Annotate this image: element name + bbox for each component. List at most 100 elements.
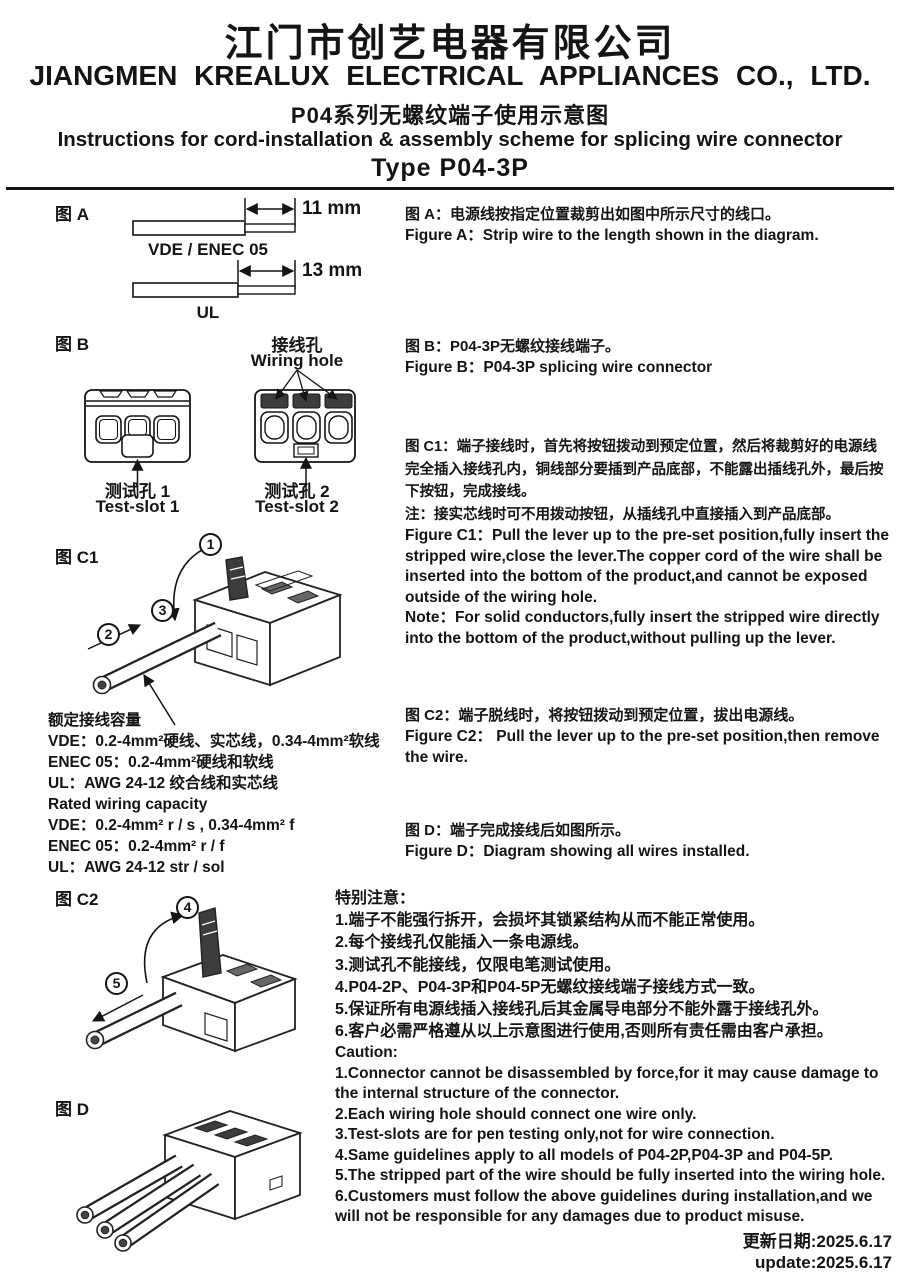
figure-c1-label: 图 C1 [55, 548, 99, 567]
special-note-item-cn: 5.保证所有电源线插入接线孔后其金属导电部分不能外露于接线孔外。 [335, 1001, 829, 1019]
step-4-badge: 4 [176, 896, 199, 919]
clamp-spring [225, 963, 259, 977]
figure-c2-caption: 图 C2：端子脱线时，将按钮拨动到预定位置，拔出电源线。 Figure C2： … [405, 705, 890, 768]
caution-title: Caution: [335, 1044, 398, 1062]
figure-c1-note-cn: 注：接实芯线时可不用拨动按钮，从插线孔中直接插入到产品底部。 [405, 506, 840, 523]
wiring-hole [328, 415, 349, 440]
standard-ul: UL [196, 303, 220, 322]
special-note-item-cn: 4.P04-2P、P04-3P和P04-5P无螺纹接线端子接线方式一致。 [335, 978, 765, 996]
clamp-spring [286, 590, 320, 604]
header-divider [6, 187, 894, 190]
front-window [204, 1012, 228, 1042]
update-dates: 更新日期:2025.6.17 update:2025.6.17 [592, 1231, 892, 1273]
wire-insulation [132, 282, 239, 298]
wiring-hole-slot [260, 393, 289, 409]
figure-c2-caption-en: Figure C2： Pull the lever up to the pre-… [405, 728, 880, 766]
connector-top-view [254, 369, 356, 498]
figure-b-drawing [84, 369, 356, 498]
figure-b-caption: 图 B：P04-3P无螺纹接线端子。 Figure B：P04-3P splic… [405, 336, 890, 379]
figure-c1-caption-en: Figure C1：Pull the lever up to the pre-s… [405, 527, 890, 606]
wiring-hole-pointer [296, 369, 309, 402]
series-title-cn: P04系列无螺纹端子使用示意图 [290, 103, 610, 128]
figure-c2-drawing [85, 907, 298, 1053]
connector-3d [192, 556, 343, 687]
figure-c1-caption: 图 C1：端子接线时，首先将按钮拨动到预定位置，然后将裁剪好的电源线完全插入接线… [405, 436, 890, 649]
wiring-hole-pointer [275, 369, 298, 400]
special-note-item-cn: 1.端子不能强行拆开，会损坏其锁紧结构从而不能正常使用。 [335, 912, 765, 930]
figure-c1-note-en: Note：For solid conductors,fully insert t… [405, 609, 880, 647]
front-window [236, 634, 258, 666]
remove-arrow [91, 994, 144, 1022]
step-2-badge: 2 [97, 623, 120, 646]
test-slot2-label-cn: 测试孔 2 [264, 482, 330, 501]
rated-line: VDE：0.2-4mm² r / s , 0.34-4mm² f [48, 817, 295, 834]
rated-title-en: Rated wiring capacity [48, 796, 208, 813]
special-notes: 特别注意： 1.端子不能强行拆开，会损坏其锁紧结构从而不能正常使用。 2.每个接… [335, 888, 892, 1228]
lever [225, 556, 249, 601]
wiring-hole-label-cn: 接线孔 [271, 336, 323, 355]
step-5-badge: 5 [105, 972, 128, 995]
special-note-item-cn: 3.测试孔不能接线，仅限电笔测试使用。 [335, 956, 621, 974]
company-name-cn: 江门市创艺电器有限公司 [224, 23, 676, 65]
wire-insulation [132, 220, 246, 236]
lever [198, 907, 222, 978]
standard-vde-enec: VDE / ENEC 05 [148, 240, 268, 259]
special-note-item-cn: 2.每个接线孔仅能插入一条电源线。 [335, 934, 589, 952]
test-slot-1-tab [121, 434, 154, 458]
figure-a-caption-cn: 图 A：电源线按指定位置裁剪出如图中所示尺寸的线口。 [405, 206, 781, 223]
update-date-en: update:2025.6.17 [754, 1253, 892, 1272]
wiring-hole [296, 415, 317, 440]
wiring-hole-slot [324, 393, 353, 409]
figure-c1-caption-cn: 图 C1：端子接线时，首先将按钮拨动到预定位置，然后将裁剪好的电源线完全插入接线… [405, 439, 884, 500]
figure-a-label: 图 A [55, 205, 89, 224]
wiring-hole [264, 415, 285, 440]
figure-d-caption: 图 D：端子完成接线后如图所示。 Figure D：Diagram showin… [405, 820, 890, 863]
clamp-spring [249, 974, 283, 988]
closed-lever-top [233, 1134, 269, 1147]
rated-title-cn: 额定接线容量 [48, 712, 142, 729]
wire-conductor [244, 223, 296, 233]
wire-pointer-arrow [143, 673, 176, 726]
closed-lever-top [193, 1120, 229, 1133]
rated-line: ENEC 05：0.2-4mm² r / f [48, 838, 225, 855]
dim-value-11mm: 11 mm [302, 198, 362, 219]
wiring-hole-pointer [296, 369, 338, 400]
special-notes-title-cn: 特别注意： [335, 890, 416, 907]
special-note-item-cn: 6.客户必需严格遵从以上示意图进行使用,否则所有责任需由客户承担。 [335, 1023, 833, 1041]
test-slot2-label-en: Test-slot 2 [255, 497, 339, 516]
caution-item: 5.The stripped part of the wire should b… [335, 1167, 886, 1185]
rated-line: VDE：0.2-4mm²硬线、实芯线，0.34-4mm²软线 [48, 733, 380, 750]
test-slot1-label-en: Test-slot 1 [95, 497, 180, 516]
wiring-hole-slot [292, 393, 321, 409]
figure-b-label: 图 B [55, 335, 89, 354]
type-label: Type P04-3P [371, 154, 529, 182]
company-name-en: JIANGMEN KREALUX ELECTRICAL APPLIANCES C… [29, 60, 871, 91]
wire [85, 991, 183, 1050]
test-slot1-label-cn: 测试孔 1 [104, 482, 171, 501]
series-title-en: Instructions for cord-installation & ass… [57, 128, 843, 151]
rated-line: UL：AWG 24-12 绞合线和实芯线 [48, 775, 278, 792]
caution-item: 4.Same guidelines apply to all models of… [335, 1146, 833, 1164]
connector-bottom-view [84, 389, 191, 498]
side-latch [269, 1175, 283, 1191]
figure-d-label: 图 D [55, 1100, 89, 1119]
caution-item: 6.Customers must follow the above guidel… [335, 1187, 873, 1226]
step-1-badge: 1 [199, 533, 222, 556]
rated-line: ENEC 05：0.2-4mm²硬线和软线 [48, 754, 274, 771]
caution-item: 3.Test-slots are for pen testing only,no… [335, 1126, 775, 1144]
step-3-badge: 3 [151, 599, 174, 622]
update-date-cn: 更新日期:2025.6.17 [742, 1232, 892, 1251]
figure-a-caption-en: Figure A：Strip wire to the length shown … [405, 227, 819, 244]
rated-capacity-block: 额定接线容量 VDE：0.2-4mm²硬线、实芯线，0.34-4mm²软线 EN… [48, 710, 380, 878]
caution-item: 1.Connector cannot be disassembled by fo… [335, 1064, 879, 1103]
wire [92, 621, 222, 695]
wire-conductor [237, 285, 296, 295]
figure-d-drawing [76, 1110, 303, 1252]
rated-line: UL：AWG 24-12 str / sol [48, 859, 225, 876]
figure-d-caption-en: Figure D：Diagram showing all wires insta… [405, 843, 750, 860]
lever-motion-arrow [143, 911, 185, 984]
connector-3d [160, 907, 298, 1053]
figure-c1-drawing [87, 539, 343, 726]
wiring-hole-label-en: Wiring hole [250, 351, 344, 370]
